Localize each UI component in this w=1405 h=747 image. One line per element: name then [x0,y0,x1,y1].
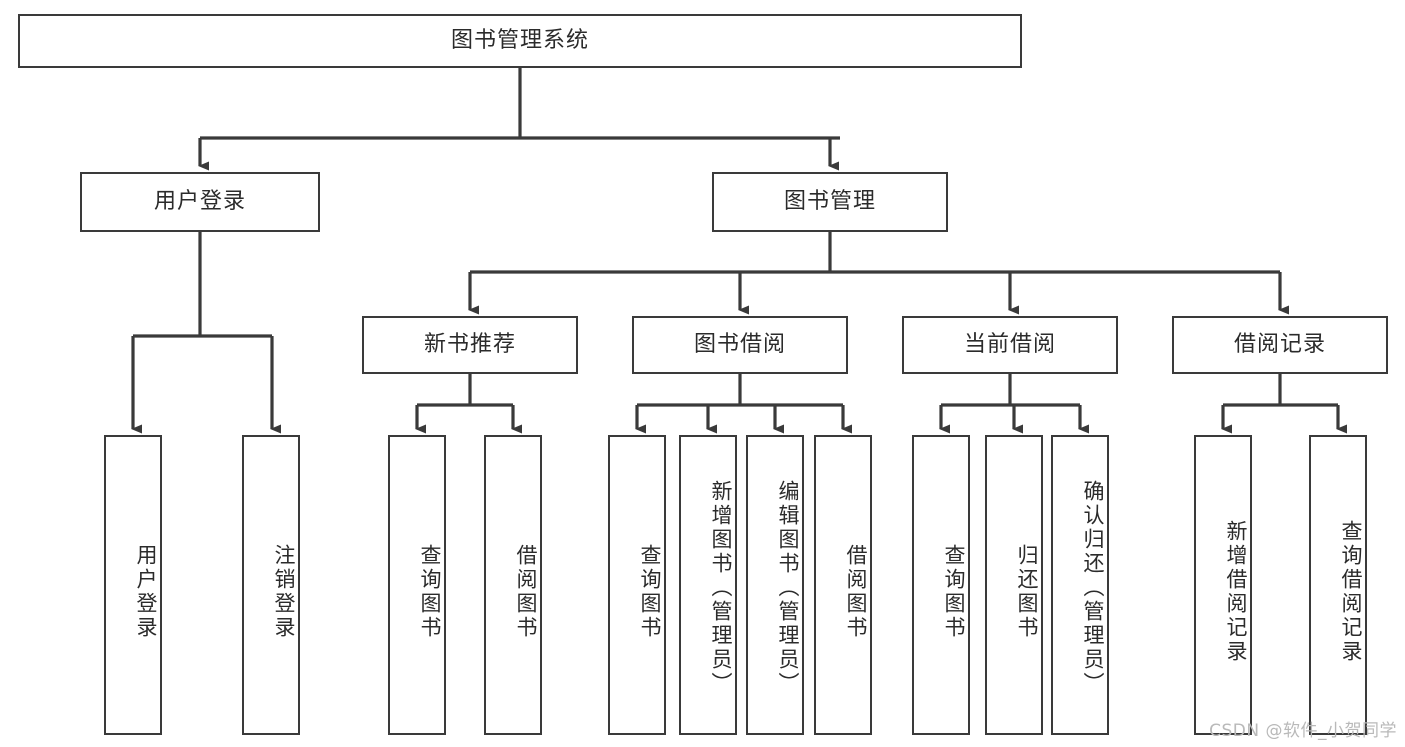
node-label: 查询图书 [942,544,966,640]
node-label: 借阅图书 [844,544,868,640]
node-label: 图书借阅 [693,331,786,357]
leaf-query-books-borrow[interactable]: 查询图书 [608,435,666,735]
node-label: 编辑图书（管理员） [776,480,800,696]
node-label: 查询借阅记录 [1339,520,1363,664]
leaf-confirm-return-admin[interactable]: 确认归还（管理员） [1051,435,1109,735]
node-label: 图书管理 [783,188,876,214]
node-borrowing-records[interactable]: 借阅记录 [1172,316,1388,374]
node-label: 查询图书 [418,544,442,640]
leaf-return-books[interactable]: 归还图书 [985,435,1043,735]
leaf-query-borrowing-record[interactable]: 查询借阅记录 [1309,435,1367,735]
leaf-logout[interactable]: 注销登录 [242,435,300,735]
node-label: 确认归还（管理员） [1081,480,1105,696]
node-label: 新增借阅记录 [1224,520,1248,664]
node-user-login[interactable]: 用户登录 [80,172,320,232]
node-label: 用户登录 [153,188,246,214]
node-label: 借阅图书 [514,544,538,640]
leaf-borrow-books-new[interactable]: 借阅图书 [484,435,542,735]
node-label: 新书推荐 [423,331,516,357]
node-label: 查询图书 [638,544,662,640]
leaf-query-books-current[interactable]: 查询图书 [912,435,970,735]
leaf-edit-book-admin[interactable]: 编辑图书（管理员） [746,435,804,735]
leaf-borrow-books[interactable]: 借阅图书 [814,435,872,735]
node-label: 当前借阅 [963,331,1056,357]
node-current-borrowing[interactable]: 当前借阅 [902,316,1118,374]
node-book-management[interactable]: 图书管理 [712,172,948,232]
node-new-book-recommendation[interactable]: 新书推荐 [362,316,578,374]
node-label: 借阅记录 [1233,331,1326,357]
node-label: 用户登录 [134,544,158,640]
watermark: CSDN @软件_小贺同学 [1209,721,1397,741]
node-root-book-management-system[interactable]: 图书管理系统 [18,14,1022,68]
node-book-borrowing[interactable]: 图书借阅 [632,316,848,374]
node-label: 新增图书（管理员） [709,480,733,696]
leaf-add-book-admin[interactable]: 新增图书（管理员） [679,435,737,735]
leaf-add-borrowing-record[interactable]: 新增借阅记录 [1194,435,1252,735]
leaf-query-books-new[interactable]: 查询图书 [388,435,446,735]
leaf-user-login[interactable]: 用户登录 [104,435,162,735]
node-label: 归还图书 [1015,544,1039,640]
node-label: 图书管理系统 [450,27,589,53]
node-label: 注销登录 [272,544,296,640]
